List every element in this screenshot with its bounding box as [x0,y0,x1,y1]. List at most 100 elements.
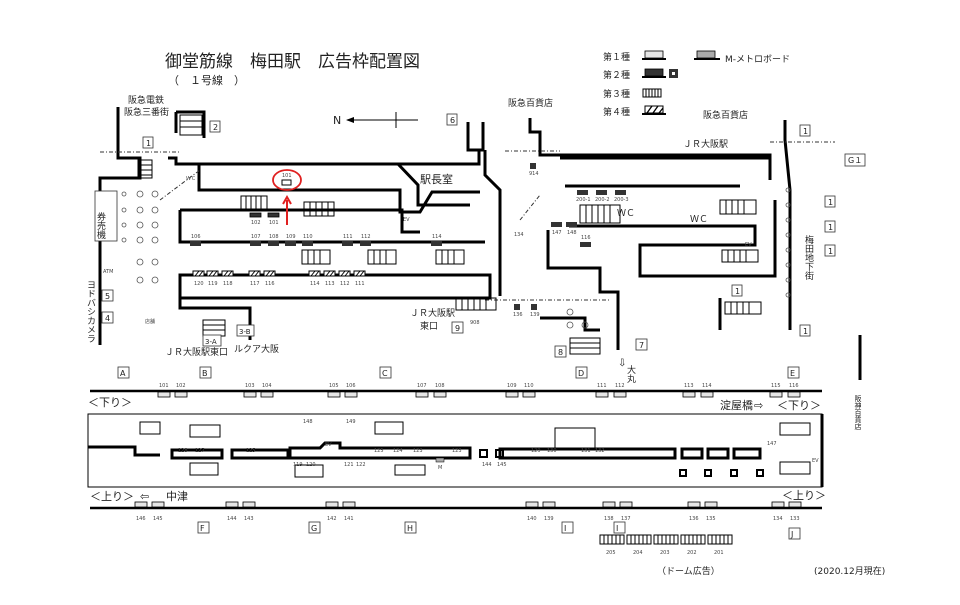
platform-ad-bottom [151,501,165,508]
platform-ad-label: 116 [789,383,799,389]
hatch [310,270,320,277]
exit-3a[interactable]: 3-A [205,338,217,346]
platform-ad-label: 144 [227,516,237,522]
label-yodobashi: ヨドバシカメラ [85,280,96,343]
down-direction-label: ＜下り＞ [88,396,132,409]
platform-inner-ad-label: 125 [374,448,384,454]
metro-board-icon [696,50,716,59]
label-jr-east-exit-2a: ＪＲ大阪駅 [410,307,455,319]
platform-inner-ad-label: 144 [482,462,492,468]
type1-icon [644,50,664,59]
platform-ad-top [595,391,609,398]
ad-label: 200-2 [595,197,610,203]
exit-3b[interactable]: 3-B [239,328,251,336]
car-position-marker [404,521,417,534]
platform-ad-label: 142 [327,516,337,522]
exit-1-e[interactable]: 1 [803,327,808,336]
car-position-marker [787,366,800,379]
platform-ad-label: 111 [597,383,607,389]
label-wc-2: ＷＣ [617,209,635,219]
platform-ad-label: 113 [684,383,694,389]
car-position-marker [575,366,588,379]
hatch [194,270,204,277]
hatch [250,270,260,277]
platform-inner-ad-label: 119 [293,462,303,468]
exit-1[interactable]: 1 [146,139,151,148]
platform-ad-label: 105 [329,383,339,389]
exit-9[interactable]: 9 [455,324,460,333]
platform-inner-ad-label: 123 [413,448,423,454]
north-label: N [333,114,341,127]
car-position-marker [197,521,210,534]
platform-ad-top [327,391,341,398]
platform-ad-label: 114 [702,383,712,389]
exit-6[interactable]: 6 [450,116,455,125]
platform-ad-label: 137 [621,516,631,522]
label-lucua: ルクア大阪 [234,343,279,355]
ad-label: 101 [269,220,279,226]
label-hankyu-dept-2: 阪急百貨店 [703,109,748,121]
platform-ad-top [433,391,447,398]
ad-label-circled: 101 [282,173,292,179]
platform-inner-ad-label: 125 [246,448,256,454]
exit-2[interactable]: 2 [213,123,218,132]
label-hankyu-dept-1: 阪急百貨店 [508,97,553,109]
exit-1-a[interactable]: 1 [828,198,833,207]
platform-inner-ad-label: 124 [393,448,403,454]
platform-ad-label: 107 [417,383,427,389]
ad-label: 112 [361,234,371,240]
ad-label: 119 [208,281,218,287]
platform: M EV EV ＜下り＞ 淀屋橋 ⇨ ＜下り＞ ＜上り＞ ⇦ 中津 ＜上り＞ 1… [87,366,826,577]
ad-label: 200-3 [614,197,629,203]
legend-type1: 第１種 [603,51,630,63]
exit-4[interactable]: 4 [105,314,110,323]
concourse-walls [94,107,862,380]
exit-1-d[interactable]: 1 [735,287,740,296]
exit-markers[interactable]: 1 2 6 1 G１ 1 1 1 1 1 5 4 3-A 3-B 9 8 7 [101,113,866,358]
car-letter: G [311,524,317,533]
label-umeda-underground: 梅田地下街 [803,234,814,281]
exit-8[interactable]: 8 [558,348,563,357]
exit-1-c[interactable]: 1 [828,247,833,256]
arrow-up-icon [282,194,292,205]
ad-label: 114 [310,281,320,287]
platform-inner-ad-label: 121 [344,462,354,468]
platform-ad-top [700,391,714,398]
metro-mark: M [438,465,442,471]
platform-ad-top [769,391,783,398]
platform-inner-ad-label: 129 [531,448,541,454]
type2-icon [644,68,664,77]
exit-5[interactable]: 5 [105,292,110,301]
exit-1-b[interactable]: 1 [828,223,833,232]
nakatsu-label: 中津 [166,490,188,503]
platform-ad-top [157,391,171,398]
ad-label: 102 [251,220,261,226]
car-position-marker [379,366,392,379]
platform-ad-label: 141 [344,516,354,522]
platform-ad-label: 103 [245,383,255,389]
platform-ad-label: 115 [771,383,781,389]
platform-ad-label: 139 [544,516,554,522]
car-letter: I [616,524,618,533]
platform-ev-2: EV [812,458,819,464]
platform-inner-ad-label: 127 [195,448,205,454]
platform-ad-label: 110 [524,383,534,389]
label-daimaru: 大丸 [625,364,636,384]
exit-g1[interactable]: G１ [848,156,862,165]
exit-1-jr[interactable]: 1 [803,127,808,136]
exit-7[interactable]: 7 [639,341,644,350]
legend-metro-board: M-メトロボード [725,54,790,65]
platform-ad-label: 138 [604,516,614,522]
legend-type2: 第２種 [603,69,630,81]
legend: 第１種 M-メトロボード 第２種 第３種 第４種 [603,50,790,118]
ad-label: 914 [529,171,539,177]
platform-inner-ad-label: 128 [178,448,188,454]
page-subtitle: （ １号線 ） [168,73,245,87]
platform-ad-bottom [602,501,616,508]
label-hankyu-sanbangai: 阪急三番街 [124,106,169,118]
arrow-right-icon: ⇨ [754,399,763,412]
car-position-marker [117,366,130,379]
hatch [340,270,350,277]
highlight-circle [272,169,302,191]
platform-ad-label: 109 [507,383,517,389]
